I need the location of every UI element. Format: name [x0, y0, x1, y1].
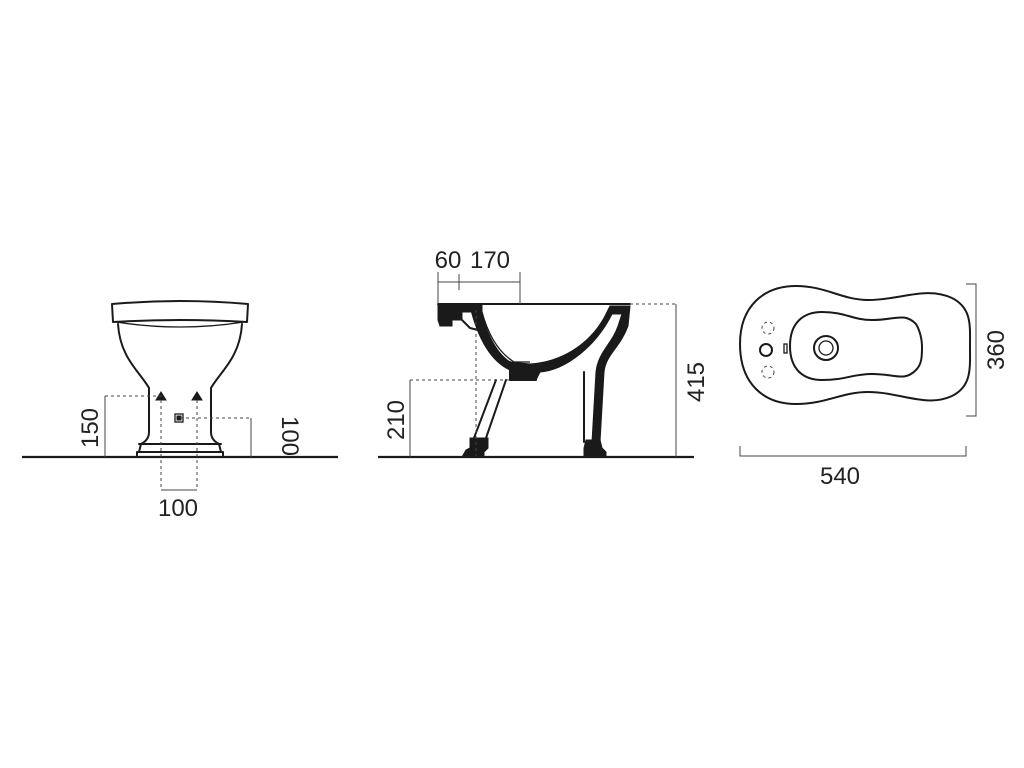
dim-label-170: 170 — [470, 247, 510, 274]
water-inlet-right-icon — [191, 391, 203, 401]
side-pedestal-left-inner — [485, 379, 507, 439]
front-rim — [111, 300, 249, 323]
dim-label-360: 360 — [983, 330, 1010, 370]
top-plan-view: 360 540 — [739, 283, 1010, 490]
dim-label-150: 150 — [77, 408, 104, 448]
dim-line-60-170 — [437, 272, 521, 304]
plan-drain-icon — [813, 335, 839, 361]
side-bowl-inner — [481, 311, 530, 363]
dim-label-100-right: 100 — [276, 416, 303, 456]
plan-outer-outline — [739, 285, 972, 405]
plan-tap-hole-icon — [759, 343, 773, 357]
dim-label-540: 540 — [820, 463, 860, 490]
side-pedestal-left — [473, 379, 497, 439]
dim-label-415: 415 — [683, 362, 710, 402]
side-foot-right — [583, 439, 607, 458]
plan-overflow-icon — [783, 343, 788, 354]
side-foot-left — [461, 437, 489, 458]
front-view: 150 100 100 — [22, 300, 338, 522]
plan-drain-inner-icon — [818, 340, 834, 356]
plan-optional-hole-bottom-icon — [761, 365, 775, 379]
side-drain-throat — [509, 361, 537, 381]
front-base — [136, 443, 224, 458]
plan-optional-hole-top-icon — [761, 321, 775, 335]
dim-label-60: 60 — [435, 247, 462, 274]
side-bowl-wall — [469, 305, 631, 443]
dim-label-210: 210 — [383, 400, 410, 440]
plan-bowl-outline — [789, 311, 923, 381]
front-rim-underside — [115, 321, 245, 328]
dim-label-100-bottom: 100 — [158, 495, 198, 522]
side-section-view: 60 170 210 415 — [378, 247, 710, 459]
dim-line-540 — [739, 446, 967, 457]
front-bowl-pedestal — [117, 323, 243, 453]
dim-line-360 — [966, 283, 977, 417]
